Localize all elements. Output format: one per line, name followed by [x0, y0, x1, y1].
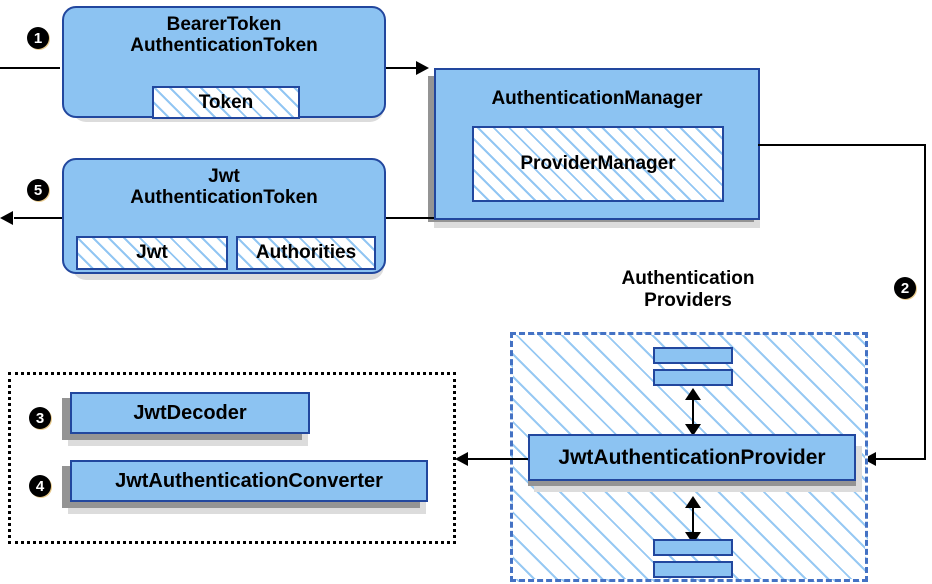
connector-provider-to-support: [468, 458, 528, 460]
arrowhead-top-up: [685, 388, 701, 400]
jwt-token-inner-jwt: Jwt: [76, 236, 228, 270]
connector-request-in: [0, 67, 60, 69]
jwt-token-title-line1: Jwt: [208, 166, 240, 187]
provider-stub-bottom-2: [653, 561, 733, 578]
arrowhead-response-out: [0, 211, 13, 225]
step-marker-5: 5: [27, 179, 49, 201]
authorities-inner-label: Authorities: [255, 242, 357, 263]
jwt-converter-label: JwtAuthenticationConverter: [115, 469, 383, 492]
node-jwt-authentication-converter[interactable]: JwtAuthenticationConverter: [70, 460, 428, 502]
provider-stub-top-2: [653, 369, 733, 386]
arrowhead-top-down: [685, 424, 701, 436]
node-bearer-token-authentication-token[interactable]: BearerToken AuthenticationToken Token: [62, 6, 386, 119]
connector-manager-out-v: [924, 144, 926, 459]
connector-manager-to-jwt-token: [386, 217, 434, 219]
step-marker-3: 3: [29, 407, 51, 429]
providers-caption-line1: Authentication: [621, 268, 755, 289]
node-jwt-decoder[interactable]: JwtDecoder: [70, 392, 310, 434]
arrowhead-provider-to-support: [455, 452, 468, 466]
jwt-token-title-line2: AuthenticationToken: [130, 187, 318, 209]
authentication-providers-caption: Authentication Providers: [578, 268, 798, 311]
step-marker-4: 4: [29, 475, 51, 497]
provider-stub-top-1: [653, 347, 733, 364]
jwt-provider-label: JwtAuthenticationProvider: [558, 445, 826, 469]
jwt-inner-label: Jwt: [136, 242, 168, 263]
bearer-token-inner-label: Token: [198, 91, 254, 113]
auth-manager-title: AuthenticationManager: [491, 88, 703, 109]
arrowhead-bottom-up: [685, 496, 701, 508]
connector-response-out: [14, 217, 62, 219]
step-marker-2: 2: [894, 277, 916, 299]
node-jwt-authentication-provider[interactable]: JwtAuthenticationProvider: [528, 434, 856, 481]
node-authentication-manager[interactable]: AuthenticationManager ProviderManager: [434, 68, 760, 220]
connector-token-to-manager: [386, 67, 418, 69]
provider-stub-bottom-1: [653, 539, 733, 556]
auth-manager-inner-provider-manager: ProviderManager: [472, 126, 724, 202]
arrowhead-token-to-manager: [416, 61, 429, 75]
step-marker-1: 1: [27, 27, 49, 49]
jwt-decoder-label: JwtDecoder: [133, 401, 247, 424]
support-components-container: [8, 372, 456, 544]
connector-into-provider: [876, 458, 926, 460]
provider-manager-label: ProviderManager: [520, 153, 676, 175]
provider-link-bottom: [692, 502, 694, 536]
jwt-token-inner-authorities: Authorities: [236, 236, 376, 270]
connector-manager-out-h: [758, 144, 926, 146]
provider-link-top: [692, 394, 694, 428]
bearer-token-title-line1: BearerToken: [166, 14, 282, 35]
providers-caption-line2: Providers: [644, 289, 732, 311]
bearer-token-inner-token: Token: [152, 86, 300, 119]
bearer-token-title-line2: AuthenticationToken: [130, 35, 318, 57]
